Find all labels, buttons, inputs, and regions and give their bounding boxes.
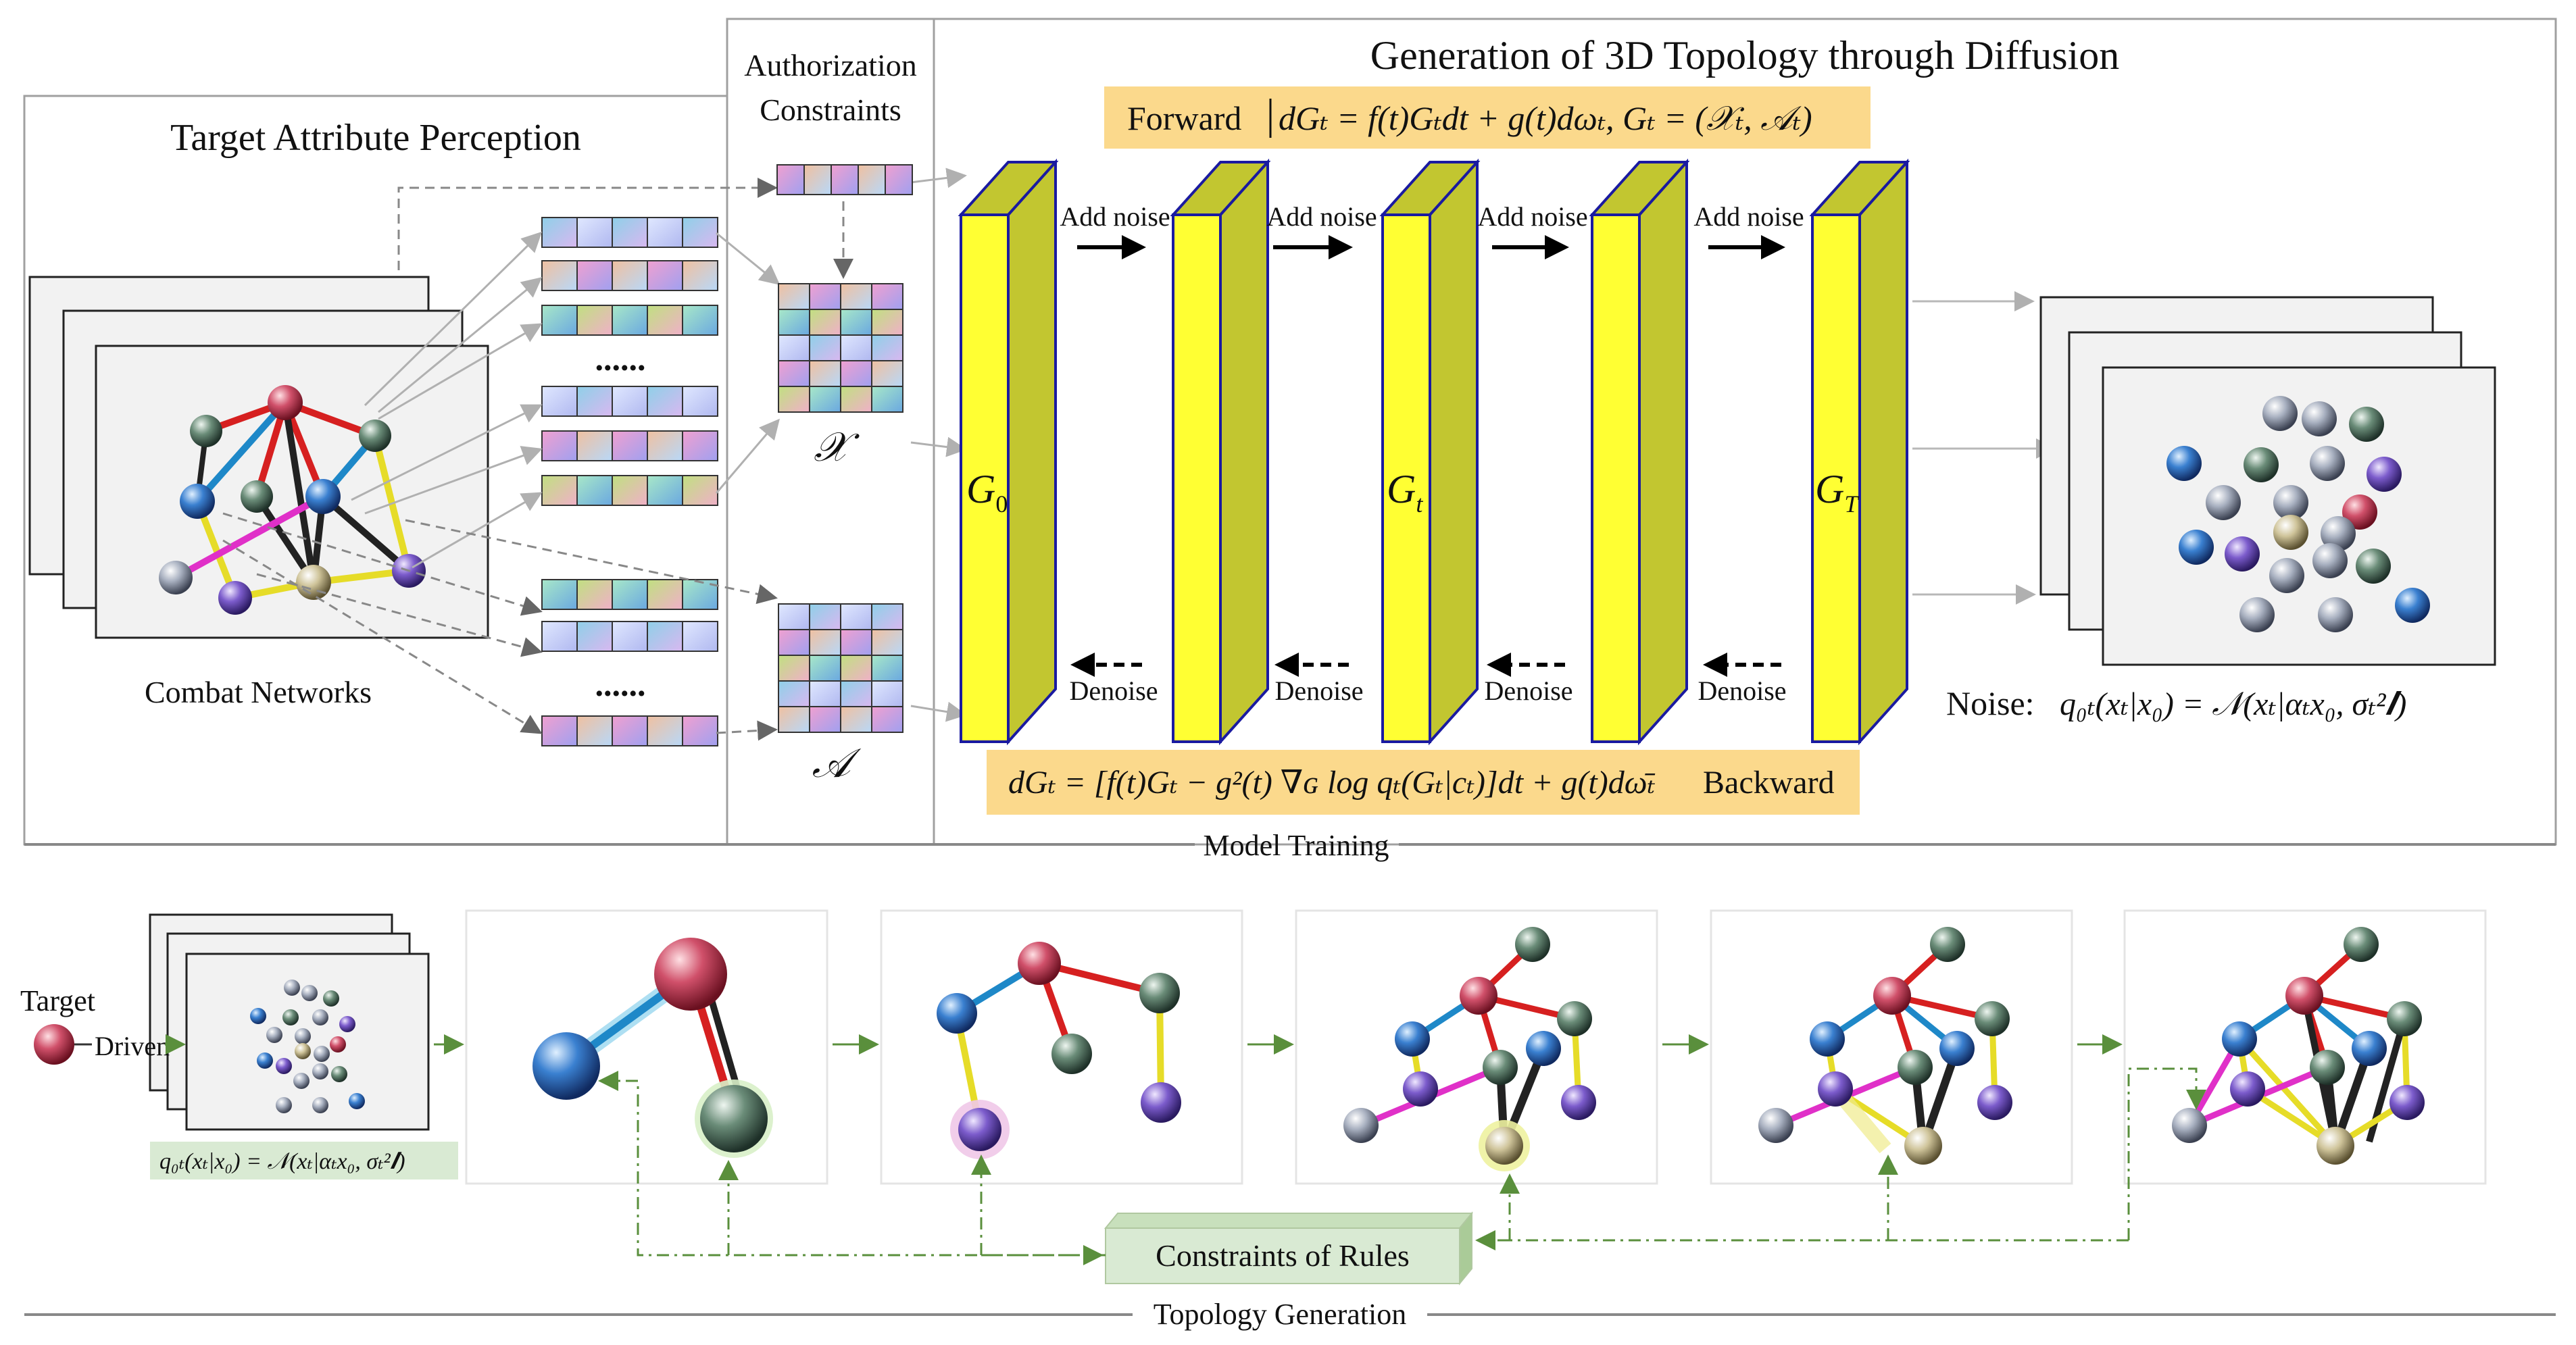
target-node-cloud <box>250 980 365 1113</box>
forward-label: Forward <box>1127 99 1241 137</box>
dots-upper: ...... <box>595 340 646 378</box>
stage-4-graph <box>1758 927 2012 1165</box>
gT-label: GT <box>1815 467 1860 517</box>
svg-text:Denoise: Denoise <box>1274 676 1363 706</box>
g0-label: G0 <box>966 467 1008 517</box>
forward-formula-box <box>1104 86 1871 149</box>
cube-g3 <box>1589 158 1690 746</box>
target-label: Target <box>20 984 95 1017</box>
cube-g0 <box>958 158 1059 746</box>
stage-3-graph <box>1343 927 1596 1171</box>
perception-connectors <box>351 168 967 722</box>
add-noise-arrows: Add noise Add noise Add noise Add noise <box>1060 201 1804 259</box>
dots-lower: ...... <box>595 665 646 703</box>
driven-label: Driven <box>95 1031 170 1061</box>
target-frame-stack <box>149 913 430 1131</box>
small-formula: q₀ₜ(xₜ|x₀) = 𝒩(xₜ|αₜx₀, σₜ²𝑰) <box>159 1149 405 1174</box>
noise-label: Noise: <box>1946 684 2035 722</box>
a-matrix <box>778 603 903 733</box>
backward-label: Backward <box>1703 765 1835 801</box>
rule-feedback-paths <box>598 1067 2206 1265</box>
combat-networks-caption: Combat Networks <box>145 675 372 709</box>
backward-formula: dGₜ = [f(t)Gₜ − g²(t) ∇ɢ log qₜ(Gₜ|cₜ)]d… <box>1008 765 1656 801</box>
cube-gT <box>1809 158 1910 746</box>
backward-formula-box <box>987 750 1860 815</box>
cube-g1 <box>1170 158 1271 746</box>
rules-box <box>1104 1211 1474 1286</box>
svg-text:Denoise: Denoise <box>1069 676 1158 706</box>
stage-2-graph <box>937 942 1181 1159</box>
diffusion-title: Generation of 3D Topology through Diffus… <box>1370 33 2119 78</box>
forward-formula: dGₜ = f(t)Gₜdt + g(t)dωₜ, Gₜ = (𝒳ₜ, 𝒜ₜ) <box>1279 99 1812 137</box>
denoise-arrows: Denoise Denoise Denoise Denoise <box>1069 653 1787 706</box>
svg-text:Add noise: Add noise <box>1693 201 1804 232</box>
stage-1-graph <box>532 938 773 1158</box>
model-training-label: Model Training <box>1203 829 1389 862</box>
authorization-title-line2: Constraints <box>760 93 901 127</box>
cube-gt <box>1379 158 1481 746</box>
edge-feature-rows <box>541 579 718 746</box>
svg-text:Add noise: Add noise <box>1477 201 1587 232</box>
gt-label: Gt <box>1387 467 1423 517</box>
a-matrix-label: 𝒜 <box>812 741 862 786</box>
x-matrix-label: 𝒳 <box>814 425 860 470</box>
svg-text:Denoise: Denoise <box>1698 676 1786 706</box>
rules-label: Constraints of Rules <box>1156 1238 1410 1273</box>
noise-node-cloud <box>2166 396 2430 632</box>
authorization-title-line1: Authorization <box>744 48 917 82</box>
authorization-vector <box>776 164 913 195</box>
perception-dashed-connectors <box>222 178 853 741</box>
node-feature-rows <box>541 217 718 506</box>
noise-connectors <box>1912 291 2056 605</box>
svg-text:Add noise: Add noise <box>1060 201 1170 232</box>
stage-frames <box>465 909 2487 1185</box>
x-matrix <box>778 283 903 413</box>
svg-text:Add noise: Add noise <box>1266 201 1377 232</box>
topology-generation-label: Topology Generation <box>1154 1298 1407 1331</box>
svg-text:Denoise: Denoise <box>1484 676 1572 706</box>
target-node-icon <box>34 1024 74 1065</box>
stage-5-graph <box>2172 927 2425 1165</box>
combat-network-graph <box>159 385 426 615</box>
noise-formula: q₀ₜ(xₜ|x₀) = 𝒩(xₜ|αₜx₀, σₜ²𝑰) <box>2060 686 2406 722</box>
perception-title: Target Attribute Perception <box>170 117 581 159</box>
small-formula-box <box>150 1142 458 1179</box>
